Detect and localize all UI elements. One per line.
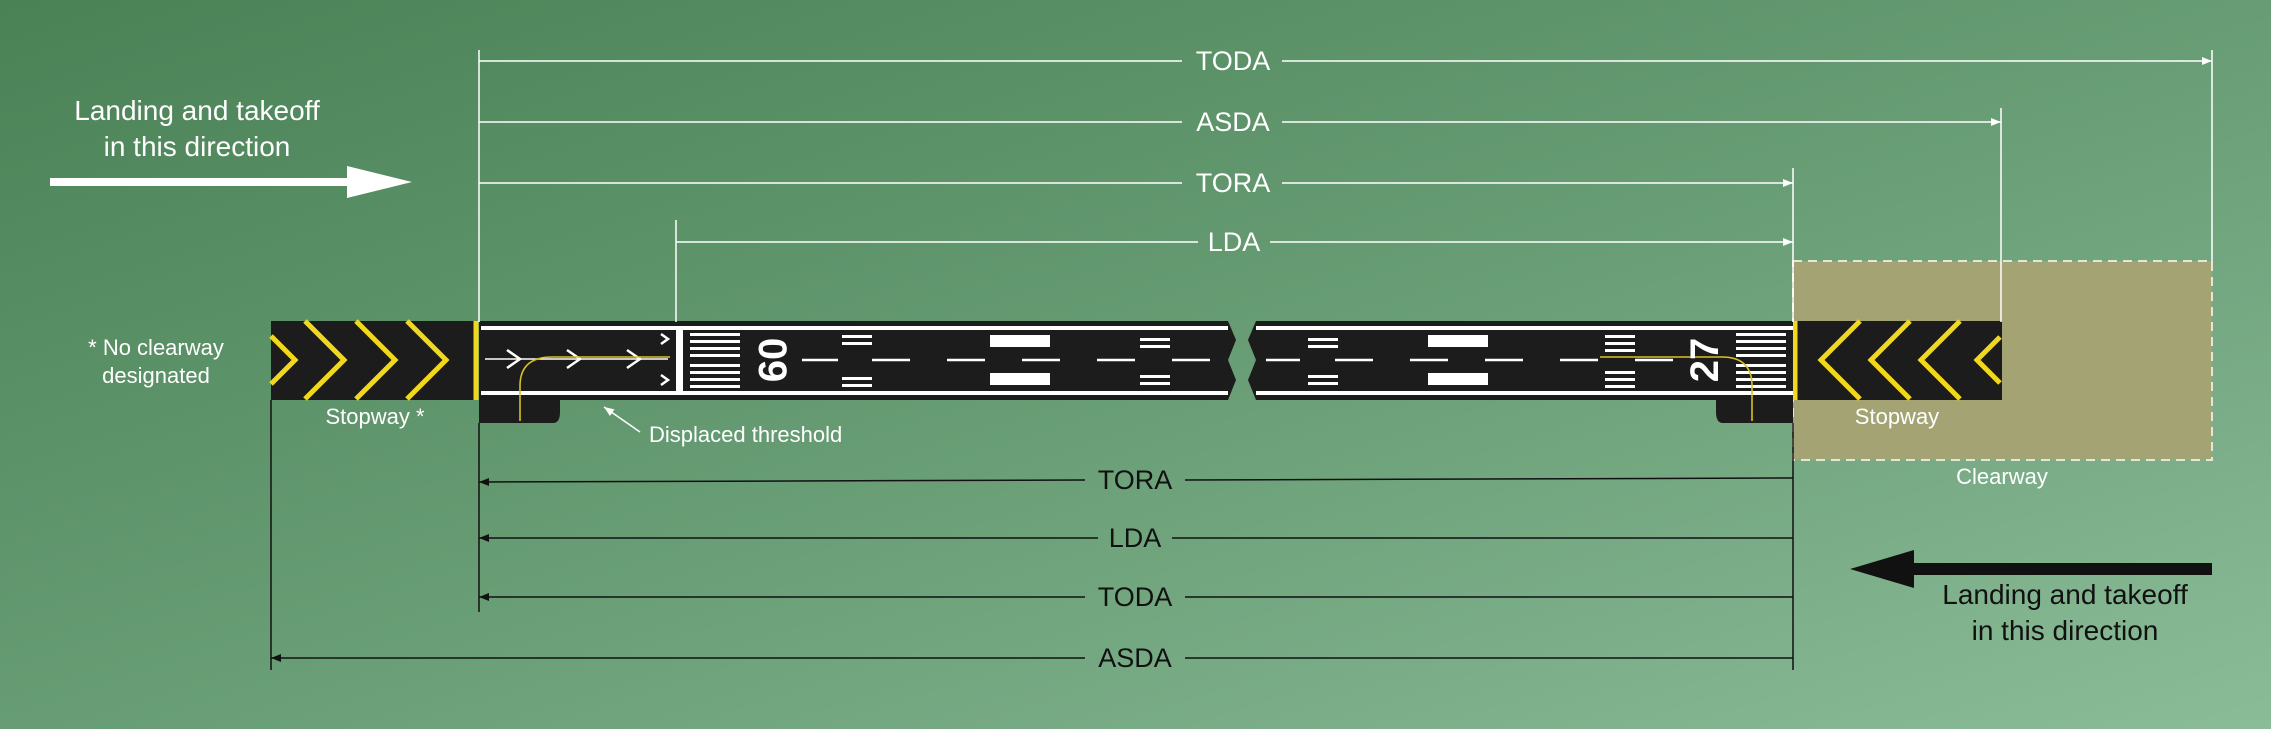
runway: 09 27 xyxy=(479,321,1793,423)
asda-east: ASDA xyxy=(479,107,2001,137)
svg-text:* No clearway: * No clearway xyxy=(88,335,224,360)
svg-text:ASDA: ASDA xyxy=(1098,643,1172,673)
svg-text:in this direction: in this direction xyxy=(104,131,291,162)
left-direction-indicator: Landing and takeoff in this direction xyxy=(50,95,412,198)
toda-east: TODA xyxy=(479,46,2212,76)
lda-east: LDA xyxy=(676,227,1793,257)
right-direction-indicator: Landing and takeoff in this direction xyxy=(1850,550,2212,646)
svg-text:TODA: TODA xyxy=(1196,46,1271,76)
stopway-right xyxy=(1792,319,2002,401)
clearway-label: Clearway xyxy=(1956,464,2048,489)
displaced-threshold-markings xyxy=(485,332,671,387)
svg-text:ASDA: ASDA xyxy=(1196,107,1270,137)
toda-west: TODA xyxy=(479,582,1793,612)
svg-text:Landing and takeoff: Landing and takeoff xyxy=(1942,579,2188,610)
svg-text:TODA: TODA xyxy=(1098,582,1173,612)
threshold-markings-right xyxy=(1736,333,1786,388)
svg-text:Landing and takeoff: Landing and takeoff xyxy=(74,95,320,126)
stopway-right-label: Stopway xyxy=(1855,404,1939,429)
svg-text:LDA: LDA xyxy=(1208,227,1261,257)
taxiway-lead-lines xyxy=(519,356,1753,421)
stopway-left xyxy=(269,319,479,401)
svg-text:in this direction: in this direction xyxy=(1972,615,2159,646)
svg-text:Displaced threshold: Displaced threshold xyxy=(649,422,842,447)
westbound-distances: TORA LDA TODA ASDA xyxy=(270,400,1794,673)
stopway-left-label: Stopway * xyxy=(325,404,424,429)
svg-text:TORA: TORA xyxy=(1196,168,1271,198)
asda-west: ASDA xyxy=(271,643,1793,673)
runway-designator-left: 09 xyxy=(750,338,794,383)
eastbound-distances: TODA ASDA TORA LDA xyxy=(478,46,2213,322)
svg-text:LDA: LDA xyxy=(1109,523,1162,553)
touchdown-zone-markings xyxy=(842,335,1635,388)
displaced-threshold-callout: Displaced threshold xyxy=(603,406,842,447)
arrow-right-icon xyxy=(50,166,412,198)
svg-text:designated: designated xyxy=(102,363,210,388)
tora-east: TORA xyxy=(479,168,1793,198)
runway-designator-right: 27 xyxy=(1683,338,1727,383)
no-clearway-note: * No clearway designated xyxy=(88,335,224,388)
tora-west: TORA xyxy=(478,465,1794,495)
threshold-markings-left xyxy=(690,333,740,388)
lda-west: LDA xyxy=(479,523,1793,553)
arrow-left-icon xyxy=(1850,550,2212,588)
svg-text:TORA: TORA xyxy=(1098,465,1173,495)
